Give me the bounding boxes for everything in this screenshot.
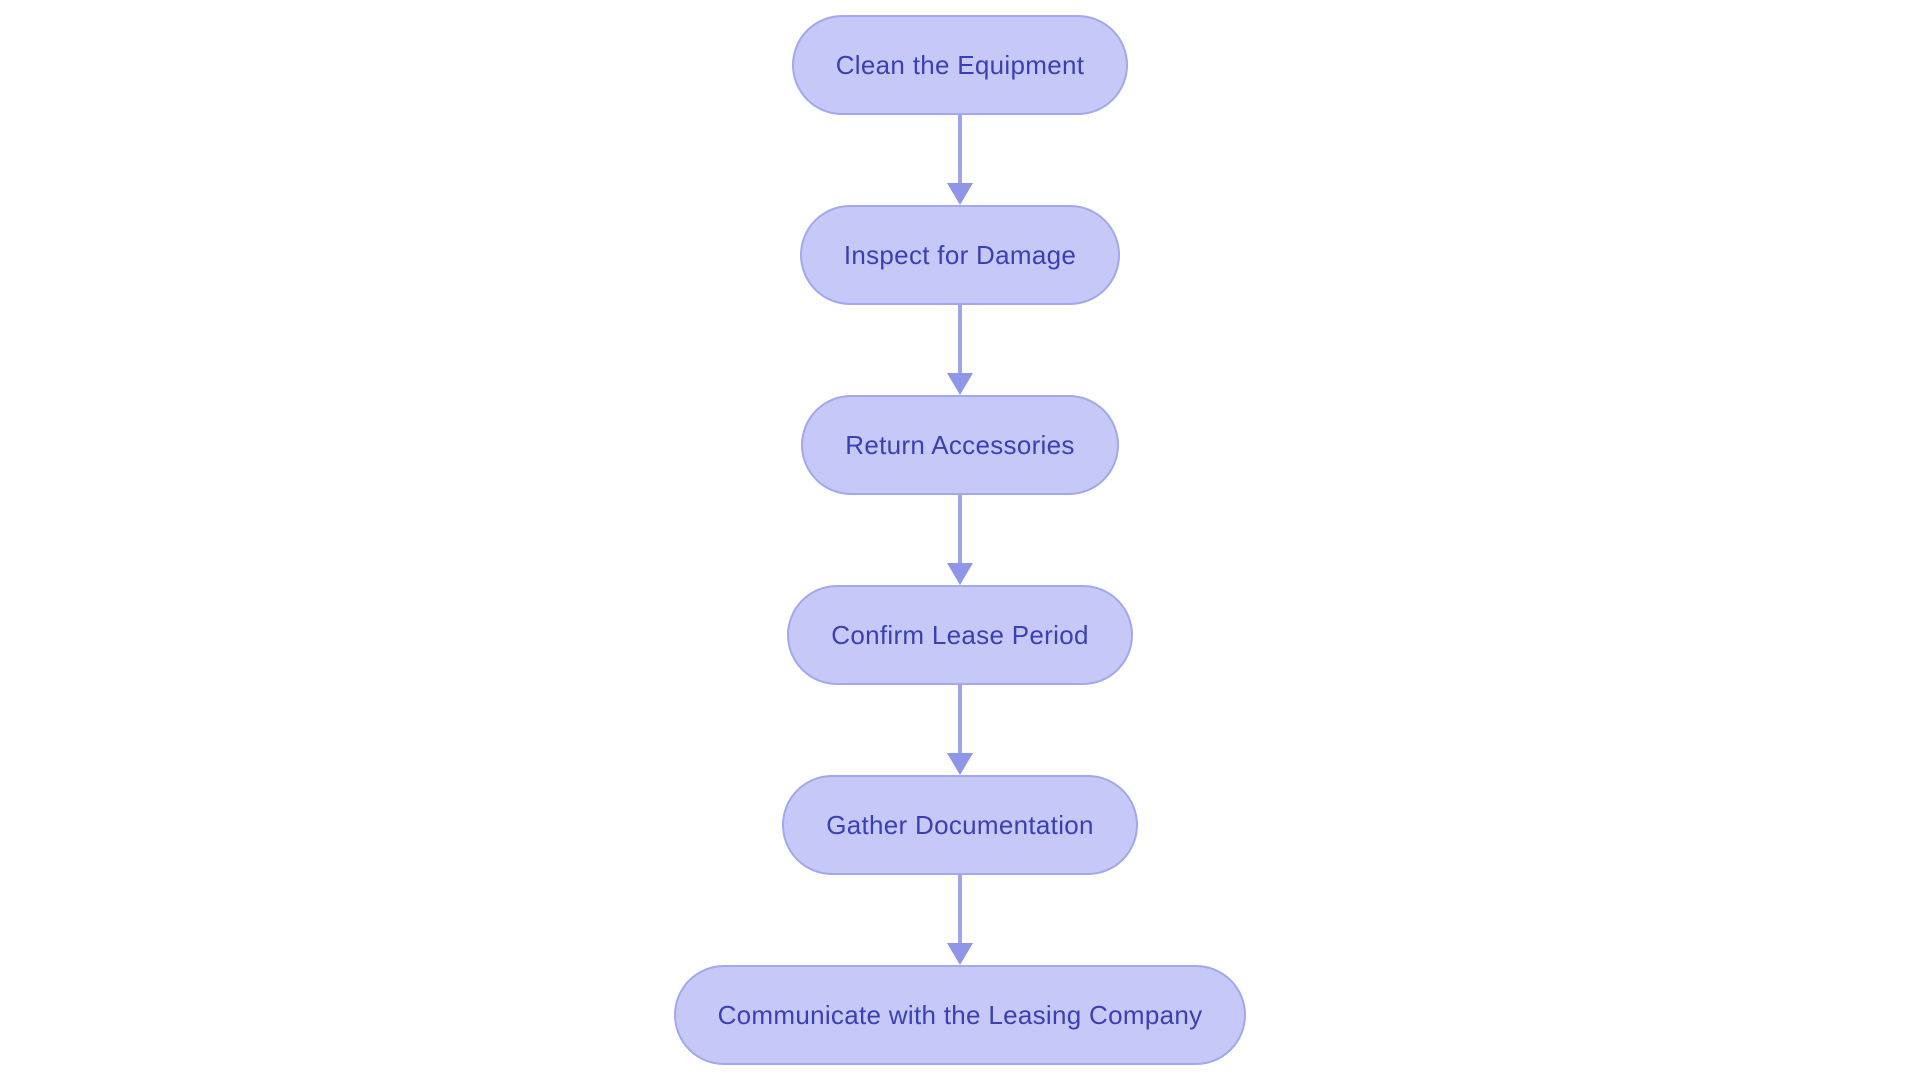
node-label: Gather Documentation xyxy=(826,809,1094,840)
node-confirm-lease-period: Confirm Lease Period xyxy=(787,585,1133,685)
node-label: Confirm Lease Period xyxy=(831,619,1089,650)
arrow-line xyxy=(958,875,962,943)
arrow-down-icon xyxy=(947,373,973,395)
node-label: Clean the Equipment xyxy=(835,49,1085,80)
node-communicate-leasing-company: Communicate with the Leasing Company xyxy=(673,965,1247,1065)
edge-arrow-4-5 xyxy=(947,685,973,775)
arrow-down-icon xyxy=(947,753,973,775)
node-label: Return Accessories xyxy=(845,429,1075,460)
edge-arrow-5-6 xyxy=(947,875,973,965)
arrow-down-icon xyxy=(947,563,973,585)
node-label: Communicate with the Leasing Company xyxy=(717,999,1203,1030)
node-label: Inspect for Damage xyxy=(843,239,1077,270)
node-clean-equipment: Clean the Equipment xyxy=(791,15,1129,115)
node-gather-documentation: Gather Documentation xyxy=(782,775,1138,875)
arrow-line xyxy=(958,305,962,373)
arrow-down-icon xyxy=(947,183,973,205)
arrow-line xyxy=(958,685,962,753)
node-return-accessories: Return Accessories xyxy=(801,395,1119,495)
arrow-line xyxy=(958,495,962,563)
node-inspect-damage: Inspect for Damage xyxy=(799,205,1121,305)
arrow-down-icon xyxy=(947,943,973,965)
edge-arrow-1-2 xyxy=(947,115,973,205)
edge-arrow-2-3 xyxy=(947,305,973,395)
arrow-line xyxy=(958,115,962,183)
edge-arrow-3-4 xyxy=(947,495,973,585)
